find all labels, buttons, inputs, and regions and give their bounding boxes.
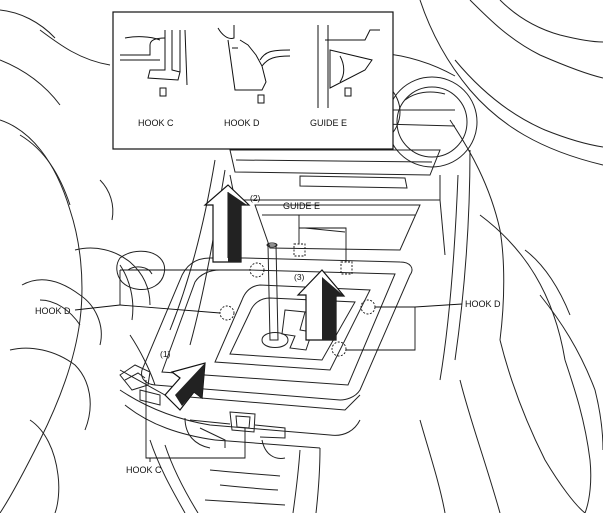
- leader-lines: [74, 215, 463, 462]
- guide-e-marker-right: [340, 261, 353, 275]
- step-2-label: (2): [250, 193, 261, 203]
- arrow-step-2: [203, 184, 251, 263]
- inset-label-hook-d: HOOK D: [224, 118, 260, 128]
- step-3-label: (3): [294, 272, 305, 282]
- hook-d-detail: [217, 25, 291, 104]
- step-1-label: (1): [160, 349, 171, 359]
- inset-label-hook-c: HOOK C: [138, 118, 174, 128]
- hook-d-marker-upper-right: [360, 299, 376, 315]
- hook-d-marker-lower-right: [331, 341, 347, 357]
- arrow-step-3: [296, 269, 346, 341]
- arrow-step-1: [164, 362, 206, 411]
- inset-detail-box: [112, 11, 394, 150]
- callout-hook-c: HOOK C: [126, 465, 162, 475]
- guide-e-detail: [317, 25, 380, 108]
- callout-guide-e: GUIDE E: [283, 201, 321, 211]
- hook-d-marker-lower-left: [219, 305, 235, 321]
- guide-e-marker-left: [293, 243, 306, 257]
- inset-label-guide-e: GUIDE E: [310, 118, 348, 128]
- callout-hook-d-left: HOOK D: [35, 306, 71, 316]
- hook-c-detail: [120, 29, 188, 97]
- callout-hook-d-right: HOOK D: [465, 299, 501, 309]
